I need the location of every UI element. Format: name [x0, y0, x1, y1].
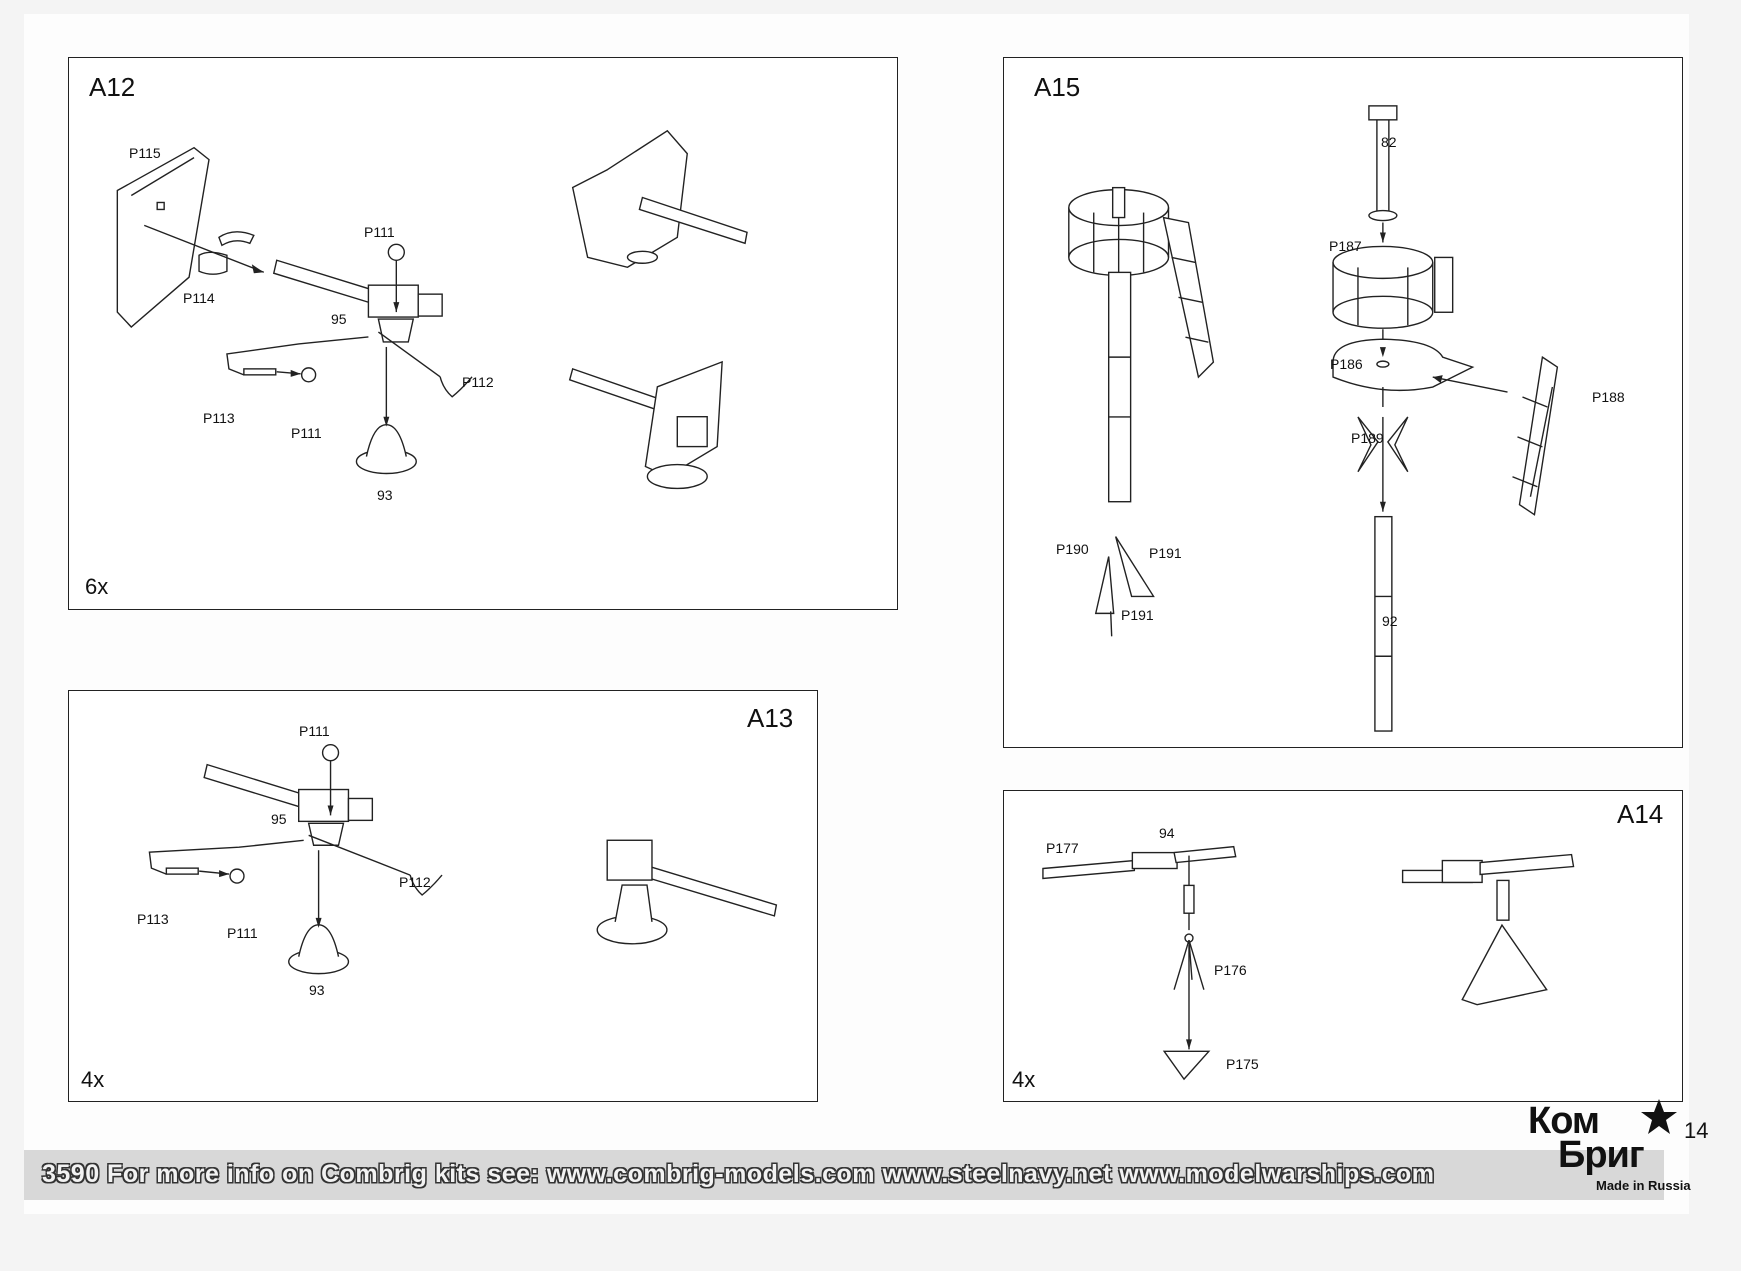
panel-a15: A15 82 P187 P186 P188 P189 P190 P191 P19…: [1003, 57, 1683, 748]
part-label: P111: [291, 425, 322, 441]
part-label: 93: [377, 487, 393, 503]
part-label: P188: [1592, 389, 1625, 405]
part-label: P113: [203, 410, 235, 426]
logo-line1: Ком: [1528, 1100, 1600, 1142]
part-label: 95: [331, 311, 347, 327]
a13-drawing: [148, 744, 778, 975]
a12-drawing: [116, 129, 748, 490]
a14-drawing: [1042, 845, 1575, 1081]
part-label: 95: [271, 811, 287, 827]
part-label: P113: [137, 911, 169, 927]
panel-title: A12: [89, 72, 136, 102]
part-label: P186: [1330, 356, 1363, 372]
part-label: P175: [1226, 1056, 1259, 1072]
made-in-label: Made in Russia: [1596, 1178, 1691, 1193]
part-label: P191: [1149, 545, 1182, 561]
part-label: P111: [364, 224, 395, 240]
part-label: P115: [129, 145, 161, 161]
star-icon: [1641, 1099, 1677, 1134]
quantity-label: 4x: [1012, 1067, 1036, 1092]
part-label: 94: [1159, 825, 1175, 841]
panel-a13: A13 4x P111 95 P112 P113 P111 93: [68, 690, 818, 1102]
part-label: P111: [227, 925, 258, 941]
page-number: 14: [1684, 1118, 1709, 1143]
footer-text: 3590 For more info on Combrig kits see: …: [42, 1160, 1435, 1188]
panel-a12: A12 6x P115 P114 P111 95 P112 P113 P111 …: [68, 57, 898, 610]
quantity-label: 4x: [81, 1067, 105, 1092]
footer-bar: 3590 For more info on Combrig kits see: …: [24, 1150, 1664, 1200]
logo-line2: Бриг: [1558, 1134, 1645, 1176]
part-label: P111: [299, 723, 330, 739]
panel-title: A15: [1034, 72, 1081, 102]
panel-title: A13: [747, 703, 794, 733]
part-label: P190: [1056, 541, 1089, 557]
part-label: P187: [1329, 238, 1362, 254]
part-label: P112: [462, 374, 494, 390]
part-label: P112: [399, 874, 431, 890]
part-label: P176: [1214, 962, 1247, 978]
part-label: P114: [183, 290, 215, 306]
combrig-logo: Ком Бриг Made in Russia: [1528, 1098, 1691, 1198]
panel-a14: A14 4x P177 94 P176 P175: [1003, 790, 1683, 1102]
part-label: P189: [1351, 430, 1384, 446]
a15-drawing: [1068, 105, 1559, 732]
part-label: 82: [1381, 134, 1397, 150]
part-label: P191: [1121, 607, 1154, 623]
panel-title: A14: [1617, 799, 1664, 829]
quantity-label: 6x: [85, 574, 109, 599]
part-label: P177: [1046, 840, 1079, 856]
part-label: 92: [1382, 613, 1398, 629]
part-label: 93: [309, 982, 325, 998]
